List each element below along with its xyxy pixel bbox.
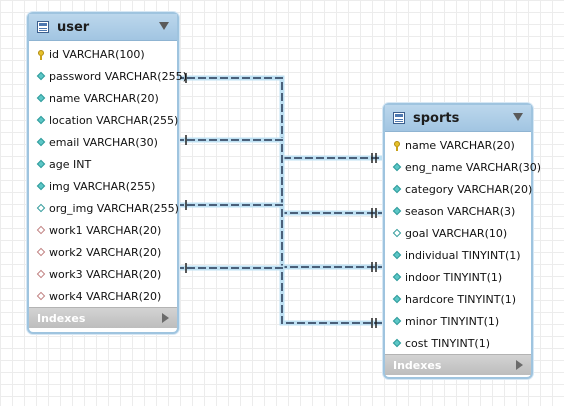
column-label: work4 VARCHAR(20) [49, 289, 162, 303]
chevron-right-icon[interactable] [516, 360, 523, 370]
column-icon [393, 295, 401, 303]
column-icon [37, 182, 45, 190]
column-label: indoor TINYINT(1) [405, 270, 503, 284]
column-row[interactable]: individual TINYINT(1) [385, 244, 531, 266]
column-label: season VARCHAR(3) [405, 204, 516, 218]
column-label: minor TINYINT(1) [405, 314, 500, 328]
table-sports[interactable]: sports name VARCHAR(20) eng_name VARCHAR(… [383, 103, 541, 379]
table-sports-columns: name VARCHAR(20) eng_name VARCHAR(30) cate… [385, 132, 541, 354]
table-user-header[interactable]: user [29, 14, 177, 41]
column-row[interactable]: work2 VARCHAR(20) [29, 241, 177, 263]
column-label: name VARCHAR(20) [49, 91, 159, 105]
column-label: org_img VARCHAR(255) [49, 201, 179, 215]
table-sports-indexes[interactable]: Indexes [385, 354, 531, 375]
table-user-columns: id VARCHAR(100) password VARCHAR(255) name… [29, 41, 187, 307]
chevron-right-icon[interactable] [162, 313, 169, 323]
nullable-column-icon [37, 204, 45, 212]
table-user-title: user [57, 19, 90, 35]
table-sports-title: sports [413, 110, 460, 126]
column-label: img VARCHAR(255) [49, 179, 156, 193]
column-label: location VARCHAR(255) [49, 113, 179, 127]
column-row[interactable]: indoor TINYINT(1) [385, 266, 531, 288]
relationship-user-password-sports-name[interactable] [176, 73, 386, 163]
column-label: age INT [49, 157, 92, 171]
column-label: cost TINYINT(1) [405, 336, 491, 350]
column-icon [393, 317, 401, 325]
column-diamond-icon [37, 248, 45, 256]
column-icon [393, 251, 401, 259]
column-row[interactable]: work4 VARCHAR(20) [29, 285, 177, 307]
column-row[interactable]: age INT [29, 153, 177, 175]
indexes-label: Indexes [393, 358, 442, 372]
column-row[interactable]: password VARCHAR(255) [29, 65, 187, 87]
column-icon [393, 207, 401, 215]
column-row[interactable]: eng_name VARCHAR(30) [385, 156, 541, 178]
table-icon [37, 21, 49, 33]
column-label: password VARCHAR(255) [49, 69, 187, 83]
column-row[interactable]: season VARCHAR(3) [385, 200, 531, 222]
column-row[interactable]: category VARCHAR(20) [385, 178, 533, 200]
column-label: name VARCHAR(20) [405, 138, 515, 152]
column-icon [393, 273, 401, 281]
table-icon [393, 112, 405, 124]
chevron-down-icon[interactable] [159, 22, 169, 30]
column-row[interactable]: cost TINYINT(1) [385, 332, 531, 354]
chevron-down-icon[interactable] [513, 113, 523, 121]
column-label: work1 VARCHAR(20) [49, 223, 162, 237]
table-user-indexes[interactable]: Indexes [29, 307, 177, 328]
column-label: hardcore TINYINT(1) [405, 292, 517, 306]
column-diamond-icon [37, 292, 45, 300]
column-row[interactable]: work3 VARCHAR(20) [29, 263, 177, 285]
primary-key-icon [38, 50, 44, 60]
column-label: individual TINYINT(1) [405, 248, 521, 262]
relationship-user-org-img-sports-season[interactable] [176, 200, 386, 272]
column-label: email VARCHAR(30) [49, 135, 158, 149]
column-row[interactable]: work1 VARCHAR(20) [29, 219, 177, 241]
relationship-user-email-sports-eng-name[interactable] [176, 135, 386, 218]
column-row[interactable]: name VARCHAR(20) [29, 87, 177, 109]
primary-key-icon [394, 141, 400, 151]
indexes-label: Indexes [37, 311, 86, 325]
column-row[interactable]: id VARCHAR(100) [29, 43, 177, 65]
column-row[interactable]: name VARCHAR(20) [385, 134, 531, 156]
column-label: id VARCHAR(100) [49, 47, 145, 61]
column-diamond-icon [37, 270, 45, 278]
column-row[interactable]: location VARCHAR(255) [29, 109, 179, 131]
column-label: category VARCHAR(20) [405, 182, 533, 196]
column-icon [37, 72, 45, 80]
column-row[interactable]: img VARCHAR(255) [29, 175, 177, 197]
column-icon [37, 94, 45, 102]
column-row[interactable]: hardcore TINYINT(1) [385, 288, 531, 310]
column-row[interactable]: org_img VARCHAR(255) [29, 197, 179, 219]
table-sports-header[interactable]: sports [385, 105, 531, 132]
column-row[interactable]: minor TINYINT(1) [385, 310, 531, 332]
column-icon [393, 185, 401, 193]
column-row[interactable]: goal VARCHAR(10) [385, 222, 531, 244]
column-icon [393, 163, 401, 171]
column-label: work2 VARCHAR(20) [49, 245, 162, 259]
column-label: goal VARCHAR(10) [405, 226, 508, 240]
column-label: eng_name VARCHAR(30) [405, 160, 542, 174]
nullable-column-icon [393, 229, 401, 237]
column-icon [393, 339, 401, 347]
column-icon [37, 138, 45, 146]
column-icon [37, 116, 45, 124]
relationship-user-work3-sports-indoor[interactable] [176, 263, 386, 328]
column-label: work3 VARCHAR(20) [49, 267, 162, 281]
column-icon [37, 160, 45, 168]
column-row[interactable]: email VARCHAR(30) [29, 131, 177, 153]
table-user[interactable]: user id VARCHAR(100) password VARCHAR(255… [27, 12, 187, 334]
column-diamond-icon [37, 226, 45, 234]
